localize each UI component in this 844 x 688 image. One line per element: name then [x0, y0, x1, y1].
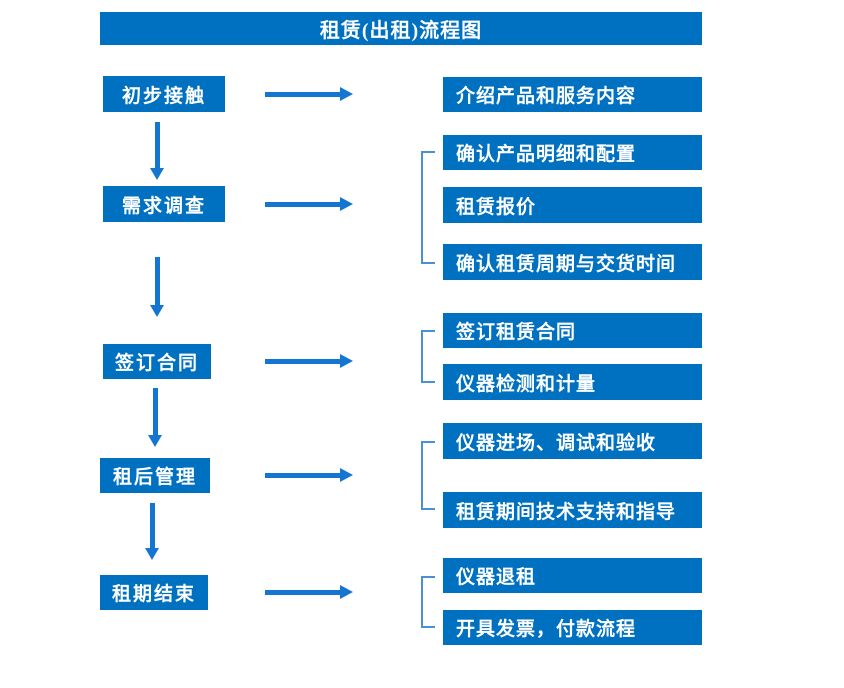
arrow-right-post-rental [265, 468, 353, 482]
arrow-head-icon [150, 305, 164, 317]
detail-box-instrument-testing: 仪器检测和计量 [443, 364, 702, 400]
group-bracket-rental-end [421, 576, 435, 628]
stage-box-rental-end: 租期结束 [100, 575, 208, 610]
arrow-down-3 [148, 388, 162, 447]
arrow-shaft [265, 472, 340, 478]
detail-box-instrument-setup-acceptance: 仪器进场、调试和验收 [443, 423, 702, 459]
stage-box-sign-contract: 签订合同 [103, 344, 211, 379]
detail-box-sign-rental-contract: 签订租赁合同 [443, 313, 702, 348]
arrow-shaft [149, 503, 155, 548]
detail-box-confirm-product-config: 确认产品明细和配置 [443, 135, 702, 170]
arrow-down-2 [150, 257, 164, 317]
group-bracket-demand-survey [421, 151, 435, 264]
arrow-right-rental-end [265, 585, 353, 599]
stage-box-initial-contact: 初步接触 [103, 76, 225, 112]
detail-box-introduce-products: 介绍产品和服务内容 [443, 77, 702, 112]
arrow-down-1 [150, 122, 164, 180]
arrow-shaft [265, 358, 340, 364]
arrow-right-sign-contract [265, 354, 353, 368]
stage-box-post-rental-management: 租后管理 [100, 458, 210, 493]
stage-box-demand-survey: 需求调查 [103, 186, 225, 222]
detail-box-confirm-period-delivery: 确认租赁周期与交货时间 [443, 244, 702, 280]
arrow-head-icon [340, 468, 353, 482]
arrow-head-icon [150, 168, 164, 180]
arrow-shaft [265, 589, 340, 595]
arrow-shaft [154, 257, 160, 305]
arrow-down-4 [145, 503, 159, 560]
detail-box-rental-quotation: 租赁报价 [443, 187, 702, 223]
arrow-head-icon [340, 354, 353, 368]
group-bracket-sign-contract [421, 330, 435, 383]
arrow-head-icon [340, 585, 353, 599]
arrow-shaft [154, 122, 160, 168]
flowchart-title: 租赁(出租)流程图 [100, 12, 702, 45]
arrow-shaft [265, 201, 340, 207]
detail-box-instrument-return: 仪器退租 [443, 558, 702, 593]
arrow-head-icon [145, 548, 159, 560]
detail-box-technical-support: 租赁期间技术支持和指导 [443, 492, 702, 528]
arrow-right-demand-survey [265, 197, 353, 211]
detail-box-invoice-payment: 开具发票，付款流程 [443, 610, 702, 645]
group-bracket-post-rental [421, 441, 435, 510]
arrow-right-initial-contact [265, 87, 353, 101]
arrow-head-icon [340, 87, 353, 101]
arrow-shaft [265, 91, 340, 97]
arrow-shaft [152, 388, 158, 435]
arrow-head-icon [340, 197, 353, 211]
arrow-head-icon [148, 435, 162, 447]
